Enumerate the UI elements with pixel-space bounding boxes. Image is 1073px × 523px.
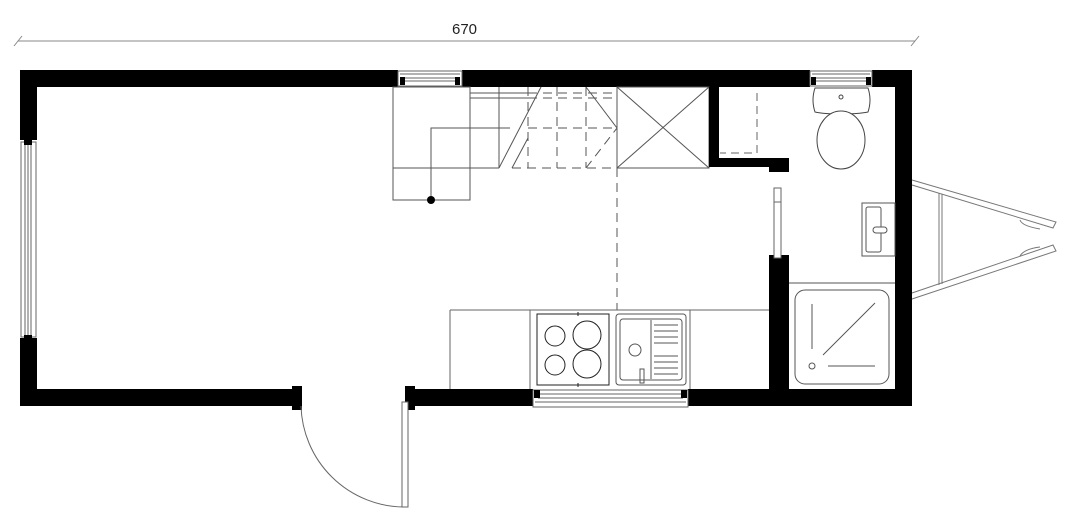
exterior-walls	[20, 70, 912, 410]
washbasin	[861, 202, 896, 257]
closet	[616, 86, 710, 169]
top-window-stairs	[397, 70, 463, 87]
sink	[615, 313, 687, 386]
interior-walls	[709, 87, 789, 389]
left-window	[20, 140, 37, 340]
drainboard-ribs	[654, 324, 678, 375]
staircase	[392, 86, 542, 204]
entry-door	[300, 401, 409, 508]
kitchen-counter	[449, 309, 769, 389]
shower	[789, 282, 895, 385]
loft-ladder-hatch	[585, 86, 618, 129]
dimension-line	[13, 35, 920, 47]
trailer-hitch	[911, 179, 1057, 300]
loft-outline	[512, 87, 618, 310]
bathroom-shelf	[720, 93, 758, 154]
top-window-bathroom	[809, 70, 873, 87]
sliding-door	[773, 187, 782, 259]
dimension-label: 670	[452, 21, 478, 38]
bottom-window-kitchen	[532, 389, 689, 408]
toilet	[812, 87, 871, 170]
cooktop	[536, 312, 610, 387]
